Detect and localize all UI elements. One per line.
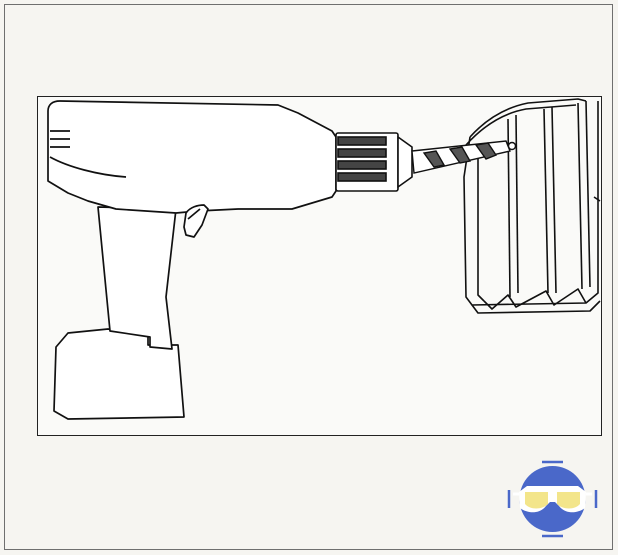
drill-bit bbox=[411, 140, 517, 174]
drill-illustration bbox=[47, 98, 601, 420]
illustration-panel bbox=[37, 96, 602, 436]
drill-body bbox=[47, 100, 337, 420]
page-border bbox=[4, 4, 613, 550]
drill-chuck bbox=[335, 132, 413, 192]
safety-goggles-icon bbox=[507, 460, 598, 538]
eye-protection-sign bbox=[505, 460, 600, 538]
workpiece-bracket bbox=[463, 98, 601, 314]
